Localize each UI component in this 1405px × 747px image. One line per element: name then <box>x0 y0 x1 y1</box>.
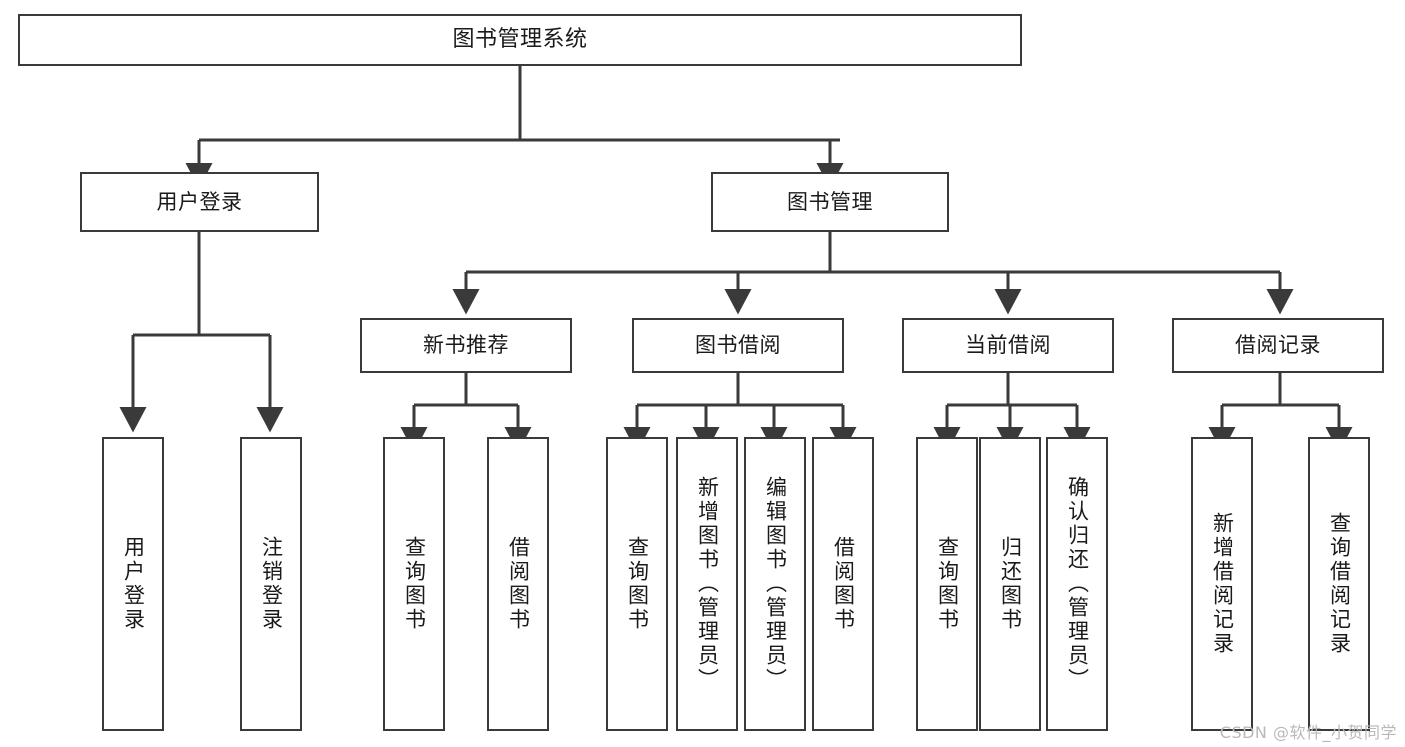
node-user-login[interactable]: 用户登录 <box>80 172 319 232</box>
watermark: CSDN @软件_小贺同学 <box>1219 723 1397 742</box>
node-leaf-query-borrow-record[interactable]: 查询借阅记录 <box>1308 437 1370 731</box>
node-leaf-edit-book-admin[interactable]: 编辑图书（管理员） <box>744 437 806 731</box>
node-label: 用户登录 <box>156 189 243 214</box>
node-label: 借阅图书 <box>506 536 531 632</box>
node-root-system[interactable]: 图书管理系统 <box>18 14 1022 66</box>
node-leaf-user-login[interactable]: 用户登录 <box>102 437 164 731</box>
node-label: 查询借阅记录 <box>1327 512 1352 656</box>
node-label: 确认归还（管理员） <box>1065 476 1090 692</box>
node-leaf-query-book-recommend[interactable]: 查询图书 <box>383 437 445 731</box>
node-current-borrow[interactable]: 当前借阅 <box>902 318 1114 373</box>
node-leaf-query-book[interactable]: 查询图书 <box>606 437 668 731</box>
node-leaf-borrow-book-recommend[interactable]: 借阅图书 <box>487 437 549 731</box>
node-label: 查询图书 <box>402 536 427 632</box>
node-label: 查询图书 <box>625 536 650 632</box>
node-leaf-query-book-current[interactable]: 查询图书 <box>916 437 978 731</box>
node-label: 当前借阅 <box>965 333 1051 358</box>
node-leaf-add-book-admin[interactable]: 新增图书（管理员） <box>676 437 738 731</box>
node-book-management[interactable]: 图书管理 <box>711 172 949 232</box>
node-leaf-borrow-book[interactable]: 借阅图书 <box>812 437 874 731</box>
node-label: 查询图书 <box>935 536 960 632</box>
node-label: 用户登录 <box>121 536 146 632</box>
node-leaf-add-borrow-record[interactable]: 新增借阅记录 <box>1191 437 1253 731</box>
node-book-borrow[interactable]: 图书借阅 <box>632 318 844 373</box>
node-borrow-record[interactable]: 借阅记录 <box>1172 318 1384 373</box>
node-label: 新书推荐 <box>423 333 509 358</box>
node-leaf-return-book[interactable]: 归还图书 <box>979 437 1041 731</box>
node-label: 编辑图书（管理员） <box>763 476 788 692</box>
node-label: 图书管理系统 <box>452 26 588 52</box>
node-label: 归还图书 <box>998 536 1023 632</box>
node-label: 新增图书（管理员） <box>695 476 720 692</box>
node-new-book-recommend[interactable]: 新书推荐 <box>360 318 572 373</box>
node-label: 新增借阅记录 <box>1210 512 1235 656</box>
node-label: 注销登录 <box>259 536 284 632</box>
node-label: 图书借阅 <box>695 333 781 358</box>
node-label: 借阅记录 <box>1235 333 1321 358</box>
node-leaf-confirm-return-admin[interactable]: 确认归还（管理员） <box>1046 437 1108 731</box>
node-label: 借阅图书 <box>831 536 856 632</box>
node-leaf-logout[interactable]: 注销登录 <box>240 437 302 731</box>
node-label: 图书管理 <box>787 189 873 214</box>
